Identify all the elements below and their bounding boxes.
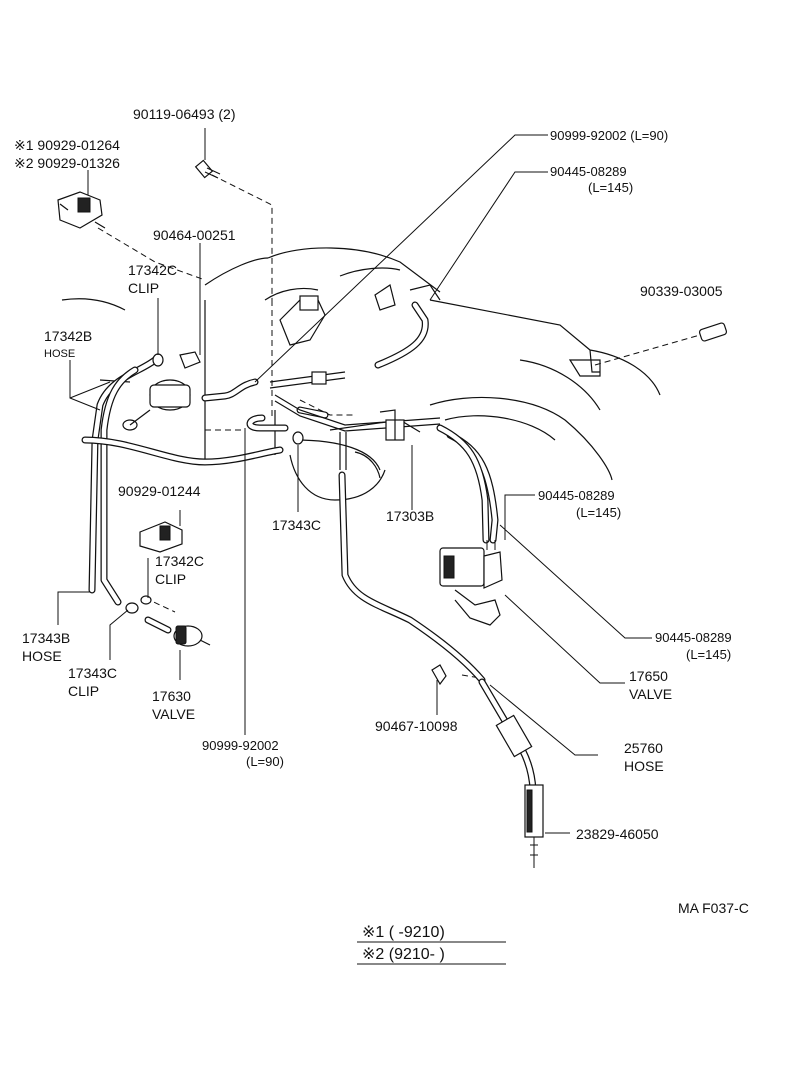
- label-clip-00251: 90464-00251: [153, 227, 236, 243]
- label-clip-17343c-low-sub: CLIP: [68, 683, 100, 699]
- label-vsv-01244: 90929-01244: [118, 483, 201, 499]
- label-clip-10098: 90467-10098: [375, 718, 458, 734]
- clip-17343c-low-icon: [125, 595, 152, 614]
- label-hose-l145-low-len: (L=145): [686, 647, 732, 662]
- label-hose-l90-low-len: (L=90): [246, 754, 284, 769]
- label-ref1: ※1 90929-01264: [14, 137, 120, 153]
- vsv-top-icon: [57, 172, 106, 229]
- label-hose-17342b: 17342B: [44, 328, 93, 344]
- label-bolt: 90119-06493 (2): [133, 106, 236, 122]
- pipe-assembly-17303b: [269, 371, 441, 470]
- label-hose-l145-mid: 90445-08289: [538, 488, 615, 503]
- label-hose-25760-sub: HOSE: [624, 758, 664, 774]
- leader-lines: [57, 128, 652, 834]
- label-hose-l145-mid-len: (L=145): [576, 505, 622, 520]
- label-hose-17343b: 17343B: [22, 630, 71, 646]
- label-pipe-17303b: 17303B: [386, 508, 435, 524]
- label-hose-l145-top: 90445-08289: [550, 164, 627, 179]
- label-clip-17343c-low: 17343C: [68, 665, 118, 681]
- valve-17650-icon: [439, 540, 503, 626]
- label-hose-25760: 25760: [624, 740, 663, 756]
- valve-17630-icon: [144, 616, 211, 647]
- clip-17343c-mid-icon: [292, 431, 304, 445]
- label-valve-17650-sub: VALVE: [629, 686, 673, 702]
- bolt-icon: [194, 159, 221, 179]
- lower-hose-assembly: [478, 678, 544, 868]
- label-hose-l145-top-len: (L=145): [588, 180, 634, 195]
- note-1: ※1 ( -9210): [362, 924, 445, 941]
- label-clip-17342c-mid-sub: CLIP: [155, 571, 187, 587]
- label-hose-l90-top: 90999-92002 (L=90): [550, 128, 669, 143]
- label-valve-17630: 17630: [152, 688, 191, 704]
- vacuum-transmitter-icon: [122, 351, 201, 431]
- clip-10098-icon: [431, 664, 447, 686]
- note-2: ※2 (9210- ): [362, 946, 445, 963]
- label-valve-17630-sub: VALVE: [152, 706, 196, 722]
- label-hose-17343b-sub: HOSE: [22, 648, 62, 664]
- plug-icon: [698, 322, 728, 342]
- figure-code: MA F037-C: [678, 900, 749, 916]
- label-clip-17342c-top: 17342C: [128, 262, 178, 278]
- vsv-01244-icon: [139, 512, 183, 553]
- clip-17342c-top-icon: [152, 353, 164, 367]
- label-plug: 90339-03005: [640, 283, 723, 299]
- label-clip-17342c-top-sub: CLIP: [128, 280, 160, 296]
- label-clip-17343c-mid: 17343C: [272, 517, 322, 533]
- label-valve-17650: 17650: [629, 668, 668, 684]
- label-hose-46050: 23829-46050: [576, 826, 659, 842]
- hoses: [81, 301, 499, 684]
- label-hose-l90-low: 90999-92002: [202, 738, 279, 753]
- note-underlines: [357, 941, 506, 965]
- label-clip-17342c-mid: 17342C: [155, 553, 205, 569]
- label-hose-17342b-sub: HOSE: [44, 348, 76, 360]
- label-ref2: ※2 90929-01326: [14, 155, 120, 171]
- label-hose-l145-low: 90445-08289: [655, 630, 732, 645]
